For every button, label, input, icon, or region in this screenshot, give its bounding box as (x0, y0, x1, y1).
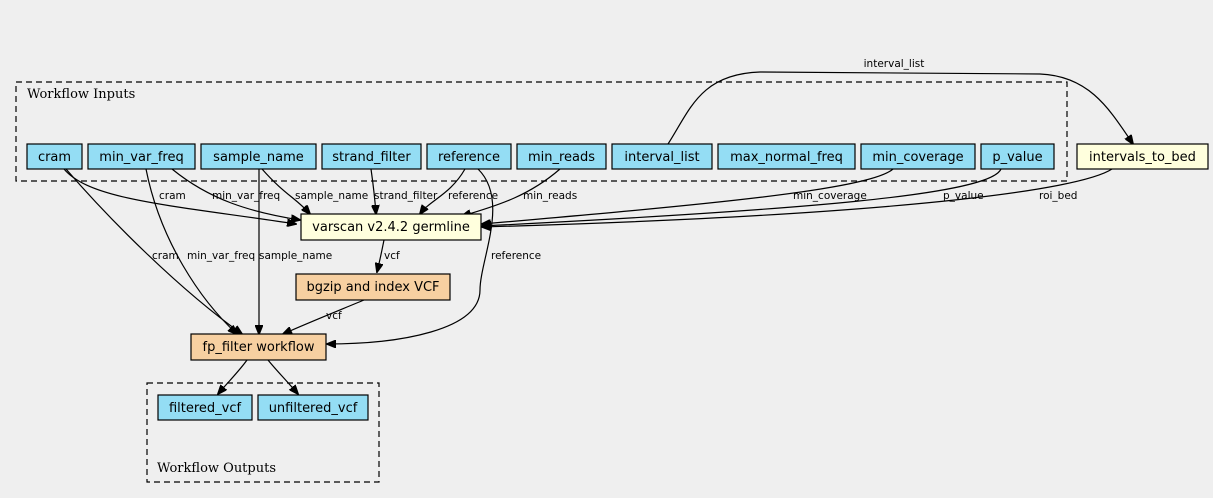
edge-bgzip-to-fp-filter (283, 299, 365, 334)
edge-fp-filter-to-filtered-vcf (218, 359, 248, 394)
edge-interval-list-to-bed (667, 71, 1133, 144)
edge-label-reference-varscan: reference (448, 190, 498, 202)
edge-label-reference-fp: reference (491, 250, 541, 262)
cluster-label-outputs: Workflow Outputs (157, 461, 276, 476)
edge-reference-to-varscan (420, 168, 466, 214)
node-unfiltered-vcf[interactable]: unfiltered_vcf (257, 394, 369, 421)
node-bgzip[interactable]: bgzip and index VCF (295, 273, 451, 301)
edge-p-value-to-varscan (482, 168, 1002, 226)
node-label-varscan: varscan v2.4.2 germline (312, 220, 470, 235)
edge-cram-to-varscan (63, 168, 296, 224)
node-label-min-reads: min_reads (528, 150, 595, 165)
node-min-var-freq[interactable]: min_var_freq (87, 143, 196, 170)
node-min-coverage[interactable]: min_coverage (860, 143, 976, 170)
node-label-sample-name: sample_name (213, 150, 304, 165)
edge-varscan-to-bgzip (377, 239, 385, 272)
node-fp-filter[interactable]: fp_filter workflow (190, 333, 327, 361)
edge-label-cram-fp: cram (152, 250, 179, 262)
node-label-filtered-vcf: filtered_vcf (169, 401, 242, 416)
node-max-normal-freq[interactable]: max_normal_freq (717, 143, 856, 170)
nodes: cram min_var_freq sample_name strand_fil… (26, 143, 1209, 421)
node-p-value[interactable]: p_value (980, 143, 1055, 170)
edge-sample-name-to-varscan (261, 168, 310, 214)
node-label-bgzip: bgzip and index VCF (306, 280, 439, 295)
edge-fp-filter-to-unfiltered-vcf (267, 359, 298, 394)
edge-label-interval-list: interval_list (864, 58, 925, 70)
node-label-unfiltered-vcf: unfiltered_vcf (269, 401, 358, 416)
edge-label-bgzip-fp: vcf (326, 310, 342, 322)
edge-min-var-freq-to-varscan (171, 168, 300, 220)
cluster-workflow-outputs: Workflow Outputs (146, 382, 380, 483)
edge-label-strand-varscan: strand_filter (374, 190, 438, 202)
node-reference[interactable]: reference (426, 143, 512, 170)
cluster-label-inputs: Workflow Inputs (27, 87, 135, 102)
node-strand-filter[interactable]: strand_filter (321, 143, 422, 170)
node-filtered-vcf[interactable]: filtered_vcf (157, 394, 253, 421)
node-label-p-value: p_value (992, 150, 1042, 165)
node-varscan[interactable]: varscan v2.4.2 germline (300, 213, 482, 241)
edge-label-sample-varscan: sample_name (295, 190, 368, 202)
cluster-workflow-inputs: Workflow Inputs (15, 81, 1068, 182)
edge-min-coverage-to-varscan (482, 168, 894, 224)
node-min-reads[interactable]: min_reads (516, 143, 607, 170)
node-interval-list[interactable]: interval_list (611, 143, 713, 170)
node-label-reference: reference (438, 150, 500, 165)
node-label-cram: cram (38, 150, 71, 165)
node-label-interval-list: interval_list (624, 150, 699, 165)
edge-label-mvf-varscan: min_var_freq (212, 190, 280, 202)
node-label-max-normal-freq: max_normal_freq (730, 150, 843, 165)
edge-label-bed-varscan: roi_bed (1039, 190, 1077, 202)
edge-label-mincov-varscan: min_coverage (793, 190, 867, 202)
node-label-intervals-to-bed: intervals_to_bed (1089, 150, 1196, 165)
edge-label-mvf-fp: min_var_freq (187, 250, 255, 262)
edge-cram-to-fp-filter (65, 168, 242, 334)
node-intervals-to-bed[interactable]: intervals_to_bed (1076, 143, 1209, 170)
node-label-min-var-freq: min_var_freq (99, 150, 183, 165)
edge-label-pval-varscan: p_value (943, 190, 984, 202)
edge-min-var-freq-to-fp-filter (145, 168, 237, 334)
node-sample-name[interactable]: sample_name (200, 143, 317, 170)
edges: interval_list cram min_var_freq sample_n… (63, 58, 1133, 394)
edge-min-reads-to-varscan (462, 168, 561, 216)
node-label-min-coverage: min_coverage (872, 150, 963, 165)
edge-strand-filter-to-varscan (370, 168, 376, 214)
edge-intervals-to-bed-to-varscan (482, 168, 1113, 227)
edge-label-sample-fp: sample_name (259, 250, 332, 262)
node-label-fp-filter: fp_filter workflow (203, 340, 315, 355)
edge-label-cram-varscan: cram (159, 190, 186, 202)
node-cram[interactable]: cram (26, 143, 83, 170)
node-label-strand-filter: strand_filter (332, 150, 411, 165)
edge-label-varscan-bgzip: vcf (384, 250, 400, 262)
edge-reference-to-fp-filter (327, 168, 494, 344)
edge-label-minreads-varscan: min_reads (523, 190, 577, 202)
